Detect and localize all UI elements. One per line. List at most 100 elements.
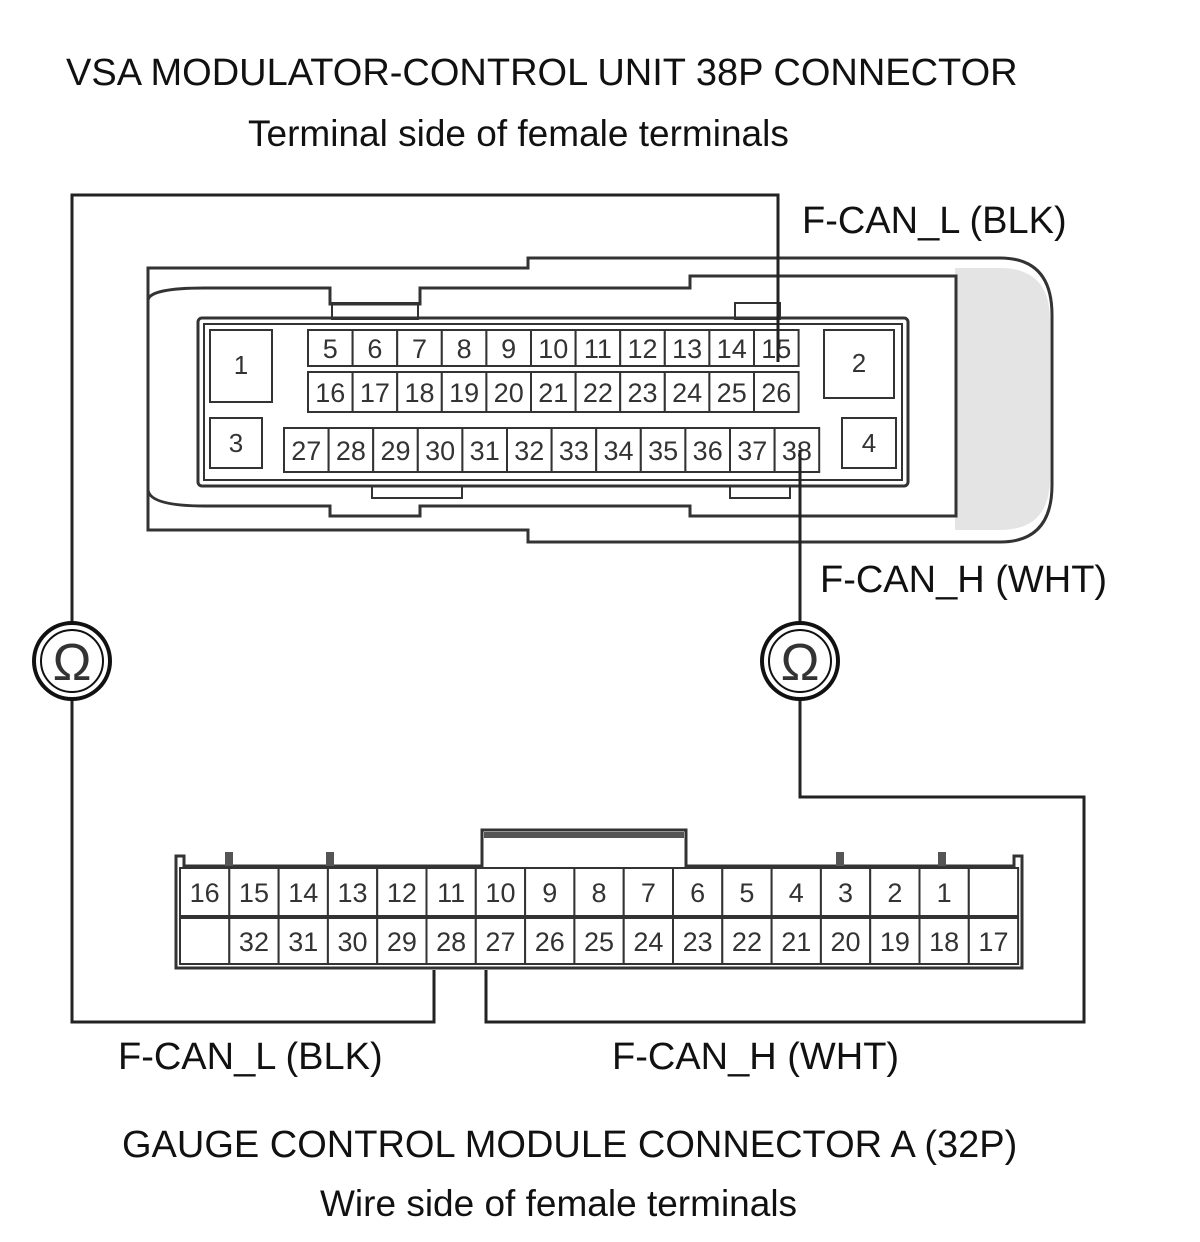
vsa-pin-row3-label: 30	[425, 436, 455, 466]
vsa-pin-row3-cell	[506, 427, 553, 473]
bottom-connector-subtitle: Wire side of female terminals	[320, 1183, 798, 1224]
vsa-pin-row1-cell	[574, 329, 622, 367]
vsa-pin-row3-label: 31	[470, 436, 500, 466]
vsa-pin-row2-label: 25	[717, 378, 747, 408]
vsa-pin-row2-label: 17	[360, 378, 390, 408]
top-can-l-label: F-CAN_L (BLK)	[802, 200, 1067, 242]
vsa-pin-1	[209, 329, 273, 403]
vsa-pin-row2-cell	[396, 371, 443, 413]
gauge-pin-row2-label: 32	[239, 927, 269, 957]
vsa-pin-row1-cell	[396, 329, 443, 367]
vsa-pin-row3-label: 34	[603, 436, 633, 466]
gauge-pin-row1-label: 6	[690, 878, 705, 908]
gauge-pin-row2-label: 19	[880, 927, 910, 957]
gauge-pin-row2-cell	[376, 917, 428, 965]
gauge-pin-row1-label: 10	[485, 878, 515, 908]
vsa-pin-row2-cell	[485, 371, 532, 413]
wire-can-h-lower	[484, 700, 1086, 1024]
vsa-pin-row1-label: 13	[672, 334, 702, 364]
vsa-pin-row2-label: 19	[449, 378, 479, 408]
gauge-pin-row2-label: 25	[584, 927, 614, 957]
vsa-pin-3	[209, 417, 263, 469]
vsa-pin-row2-label: 26	[761, 378, 791, 408]
vsa-pin-row1-cell	[530, 329, 577, 367]
vsa-pin-row3-label: 28	[336, 436, 366, 466]
gauge-pin-row2-label: 30	[338, 927, 368, 957]
gauge-pin-row1-label: 12	[387, 878, 417, 908]
bottom-connector-title: GAUGE CONTROL MODULE CONNECTOR A (32P)	[122, 1124, 1018, 1166]
vsa-pin-row1-cell	[351, 329, 399, 367]
gauge-pin-row1-label: 1	[937, 878, 952, 908]
vsa-pin-label-2: 2	[852, 348, 866, 378]
gauge-pin-row2-label: 20	[831, 927, 861, 957]
gauge-pin-row1-cell	[474, 867, 527, 917]
vsa-pin-row1-cell	[485, 329, 532, 367]
gauge-pin-row2-cell	[918, 917, 970, 965]
wire-can-l-upper	[70, 193, 780, 622]
gauge-pin-row2-cell	[524, 917, 576, 965]
gauge-pin-row2-cell	[425, 917, 477, 965]
vsa-pin-row1-label: 15	[761, 334, 791, 364]
gauge-pin-row1-cell	[967, 867, 1020, 917]
gauge-pin-row2-label: 21	[781, 927, 811, 957]
gauge-pin-row1-cell	[425, 867, 477, 917]
vsa-pin-row1-label: 8	[457, 334, 472, 364]
gauge-pin-row1-cell	[277, 867, 329, 917]
vsa-pin-row3-label: 32	[514, 436, 544, 466]
vsa-pin-row2-label: 24	[672, 378, 702, 408]
bottom-can-h-label: F-CAN_H (WHT)	[612, 1036, 900, 1078]
ohmmeter-right: Ω	[760, 621, 840, 701]
gauge-pin-row1-label: 13	[338, 878, 368, 908]
wire-can-l-lower	[70, 700, 436, 1024]
gauge-pin-row2-cell	[672, 917, 724, 965]
gauge-pin-row1-label: 14	[288, 878, 318, 908]
vsa-pin-row2-label: 22	[583, 378, 613, 408]
vsa-pin-row3-cell	[372, 427, 419, 473]
gauge-pin-row2-label: 17	[978, 927, 1008, 957]
vsa-pin-row2-cell	[574, 371, 622, 413]
top-connector-title: VSA MODULATOR-CONTROL UNIT 38P CONNECTOR	[66, 52, 1018, 94]
wire-paths	[70, 193, 1086, 1024]
vsa-pin-row3-cell	[283, 427, 330, 473]
ohm-icon: Ω	[53, 634, 92, 692]
top-connector-subtitle: Terminal side of female terminals	[248, 113, 789, 154]
vsa-pin-row3-label: 29	[380, 436, 410, 466]
vsa-pin-row3-label: 33	[559, 436, 589, 466]
gauge-pin-row2-label: 26	[535, 927, 565, 957]
gauge-pin-row1-cell	[573, 867, 625, 917]
gauge-pin-row2-cell	[179, 917, 231, 965]
vsa-pin-row3-cell	[416, 427, 464, 473]
bottom-can-l-label: F-CAN_L (BLK)	[118, 1036, 383, 1078]
vsa-pin-row1-label: 12	[627, 334, 657, 364]
gauge-pin-row1-label: 4	[789, 878, 804, 908]
gauge-pin-row2-label: 23	[683, 927, 713, 957]
gauge-pin-row1-label: 11	[437, 878, 465, 908]
vsa-pin-row1-label: 6	[367, 334, 382, 364]
gauge-pin-row1-cell	[721, 867, 773, 917]
vsa-pin-row3-cell	[773, 427, 821, 473]
vsa-pin-row1-label: 14	[717, 334, 747, 364]
gauge-pin-row2-cell	[770, 917, 822, 965]
gauge-pin-row1-label: 5	[739, 878, 754, 908]
gauge-pin-row2-cell	[967, 917, 1020, 965]
top-can-h-label: F-CAN_H (WHT)	[820, 559, 1108, 601]
vsa-pin-row2-cell	[663, 371, 711, 413]
vsa-pin-row1-label: 11	[584, 334, 612, 364]
gauge-pin-row1-label: 2	[887, 878, 902, 908]
vsa-pin-row2-label: 18	[404, 378, 434, 408]
vsa-pin-row2-cell	[753, 371, 800, 413]
gauge-pin-row1-label: 16	[190, 878, 220, 908]
gauge-pin-row2-label: 24	[633, 927, 663, 957]
vsa-pin-row3-label: 35	[648, 436, 678, 466]
gauge-pin-row1-label: 9	[542, 878, 557, 908]
gauge-pin-row2-cell	[819, 917, 872, 965]
vsa-connector-housing	[146, 256, 1054, 544]
ohmmeter-left: Ω	[32, 621, 112, 701]
gauge-pin-row2-label: 22	[732, 927, 762, 957]
gauge-pin-row1-label: 8	[592, 878, 607, 908]
vsa-pin-row3-label: 27	[291, 436, 321, 466]
gauge-pin-row1-cell	[179, 867, 231, 917]
